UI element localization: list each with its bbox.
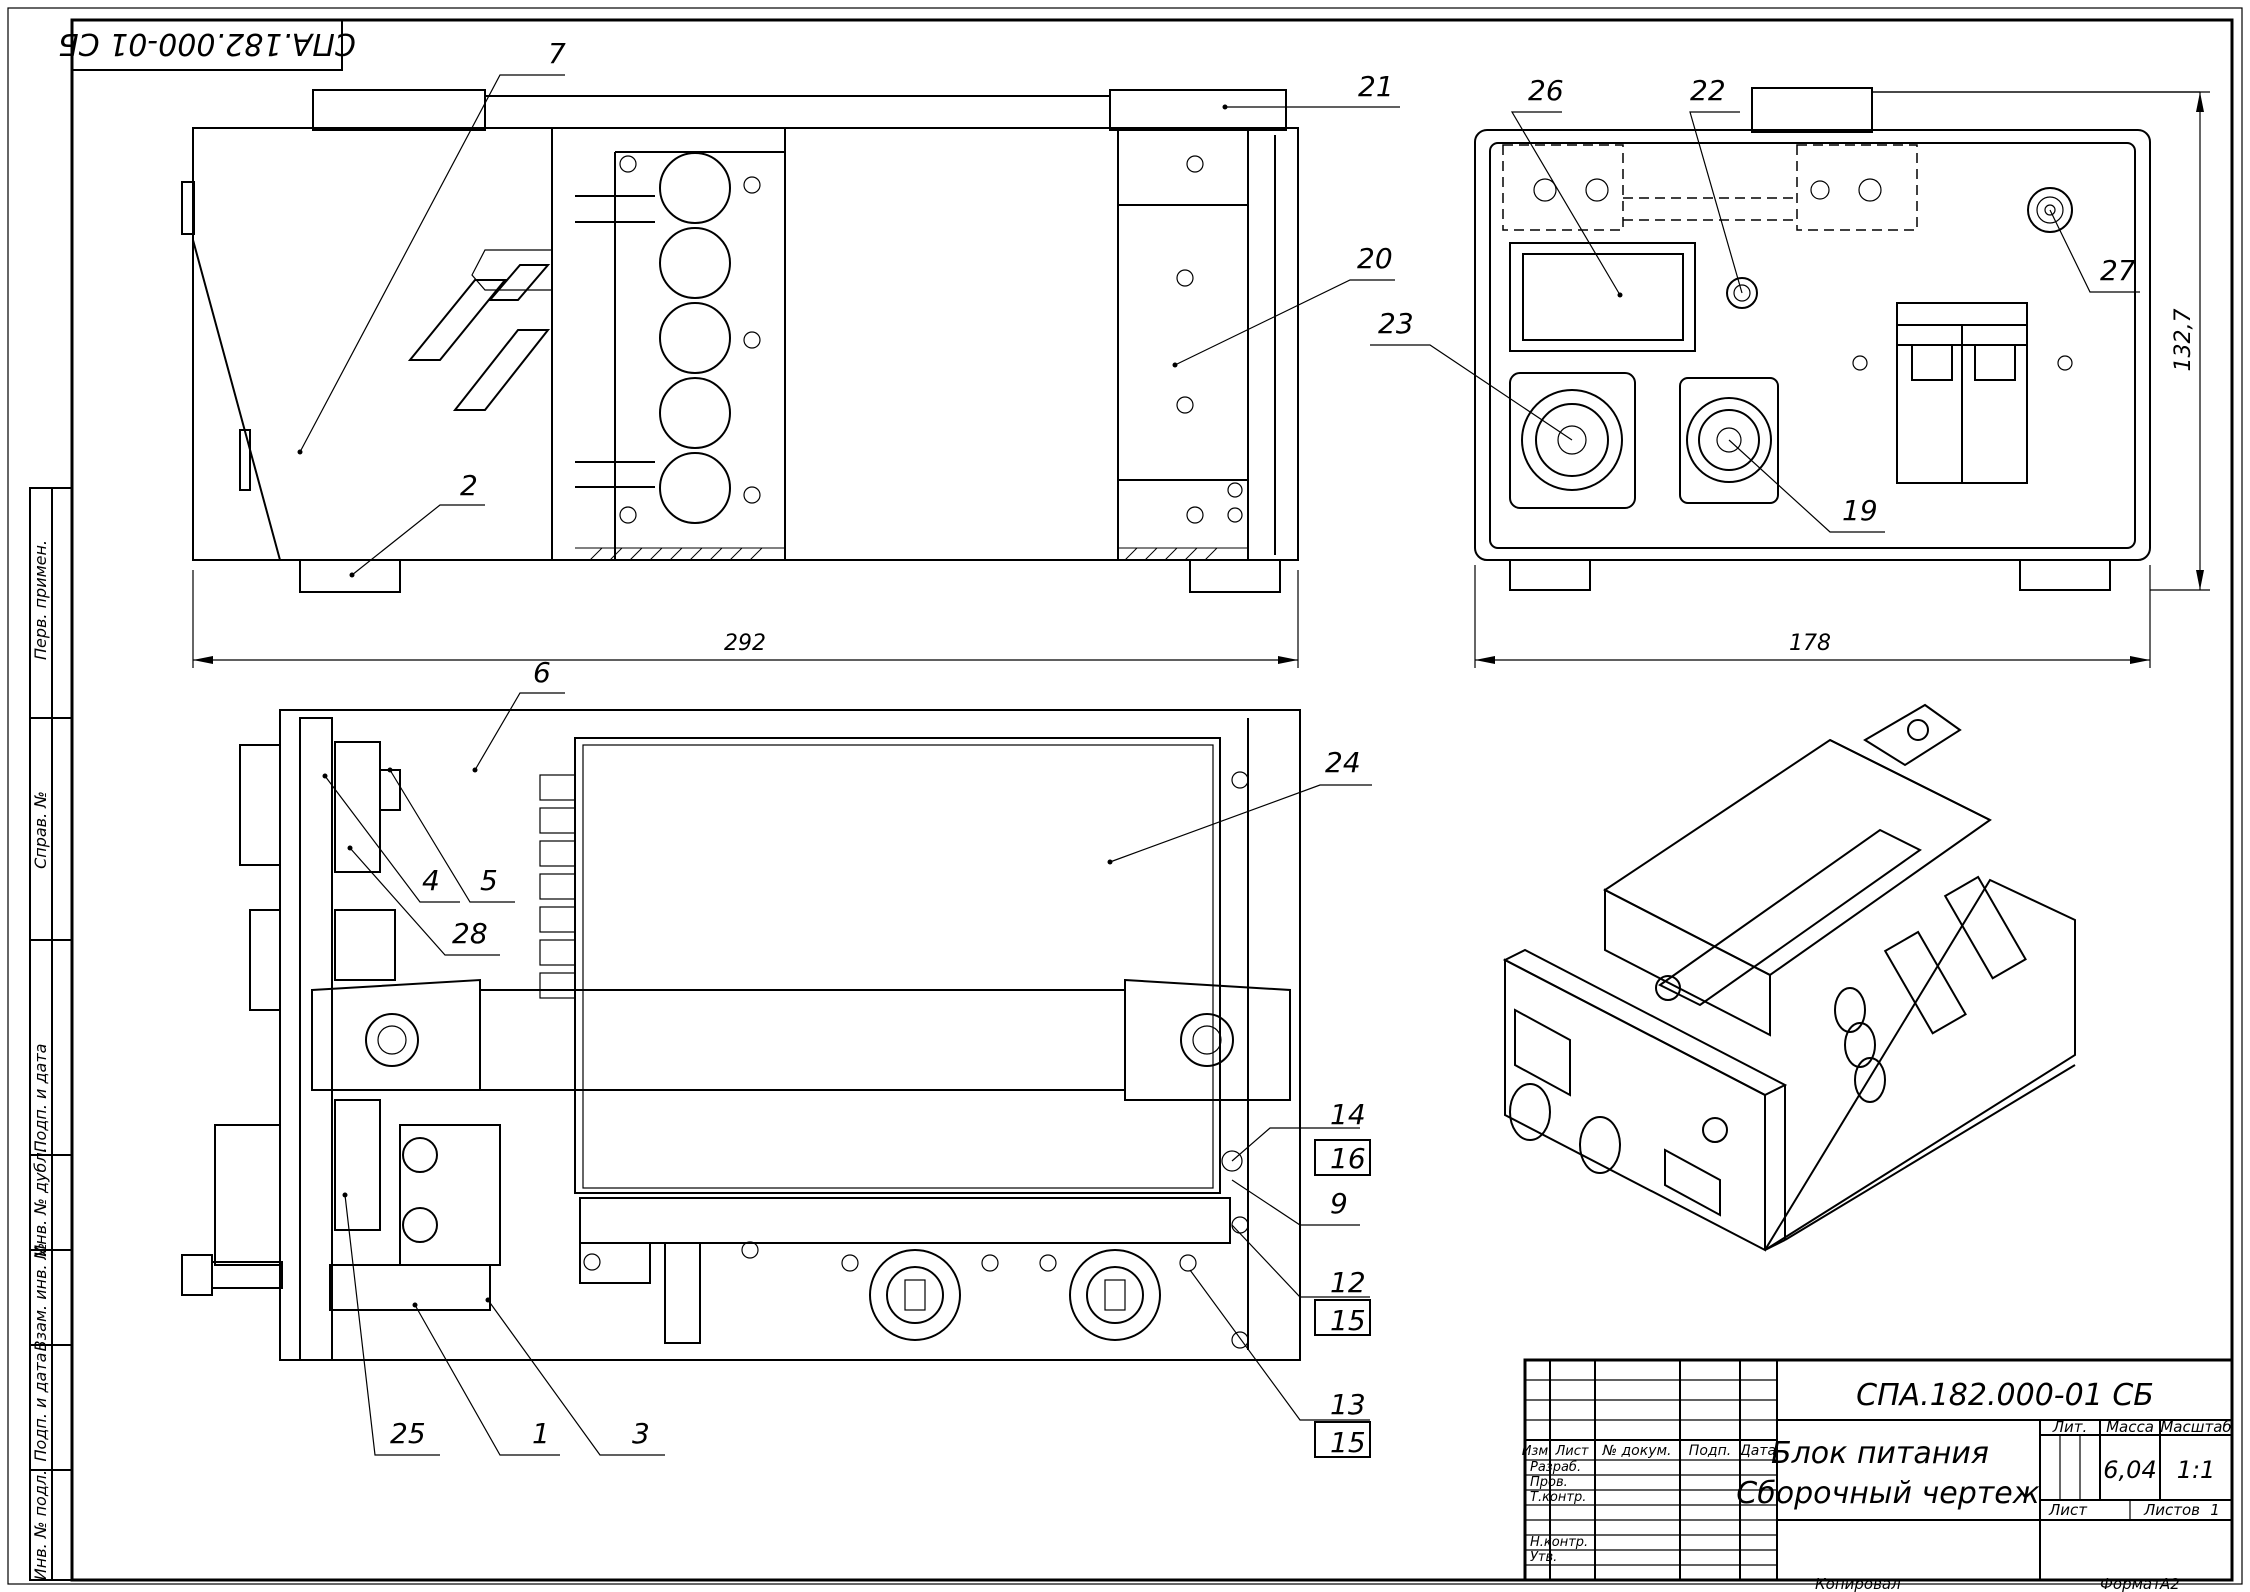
- margin-label-vzam-inv: Взам. инв. №: [31, 1243, 50, 1352]
- front-view: 178 132,7: [1474, 87, 2210, 668]
- mass-label: Масса: [2106, 1418, 2154, 1436]
- format-value: A2: [2159, 1575, 2180, 1592]
- title-block: СПА.182.000-01 СБ Блок питания Сборочный…: [1522, 1358, 2234, 1592]
- col-list: Лист: [1555, 1444, 1589, 1459]
- connector-23: [1509, 372, 1636, 509]
- row-utv: Утв.: [1530, 1550, 1557, 1565]
- callout-4: 4: [422, 864, 440, 897]
- row-tkontr: Т.контр.: [1530, 1490, 1586, 1505]
- callout-22: 22: [1690, 74, 1726, 107]
- callout-6: 6: [533, 656, 551, 689]
- format-label: Формат: [2100, 1575, 2162, 1592]
- sheets-label: Листов: [2143, 1501, 2200, 1519]
- potentiometer-2: [1069, 1249, 1161, 1341]
- stamp-code: СПА.182.000-01 СБ: [58, 26, 356, 61]
- side-view: 292: [181, 89, 1299, 668]
- capacitor-5: [659, 452, 731, 524]
- dim-132-7: 132,7: [2171, 309, 2196, 372]
- callout-15b: 15: [1330, 1426, 1366, 1459]
- callouts: 7 2 21 20 26 22 27 23 19 6 24: [297, 37, 2140, 1459]
- callout-28: 28: [452, 917, 488, 950]
- col-doc: № докум.: [1601, 1443, 1671, 1459]
- callout-16: 16: [1330, 1142, 1366, 1175]
- col-data: Дата: [1739, 1443, 1776, 1459]
- callout-23: 23: [1378, 307, 1414, 340]
- callout-15a: 15: [1330, 1304, 1366, 1337]
- fuse-holder: [2027, 187, 2073, 233]
- callout-24: 24: [1325, 746, 1361, 779]
- foot-right: [1189, 559, 1281, 593]
- mass-value: 6,04: [2103, 1456, 2156, 1484]
- callout-26: 26: [1528, 74, 1564, 107]
- title-name-line2: Сборочный чертеж: [1736, 1476, 2039, 1511]
- capacitor-1: [659, 152, 731, 224]
- capacitor-3: [659, 302, 731, 374]
- inner-frame: [70, 18, 2234, 1582]
- callout-7: 7: [548, 37, 566, 70]
- callout-9: 9: [1330, 1187, 1348, 1220]
- callout-2: 2: [460, 469, 478, 502]
- scale-label: Масштаб: [2160, 1418, 2231, 1436]
- callout-1: 1: [532, 1417, 550, 1450]
- left-margin-strip: Перв. примен. Справ. № Подп. и дата Инв.…: [29, 487, 73, 1581]
- title-name-line1: Блок питания: [1771, 1436, 1989, 1471]
- callout-21: 21: [1358, 70, 1394, 103]
- callout-12: 12: [1330, 1266, 1366, 1299]
- dim-178: 178: [1789, 631, 1831, 656]
- callout-19: 19: [1842, 494, 1878, 527]
- margin-label-perv-primen: Перв. примен.: [31, 540, 50, 660]
- scale-value: 1:1: [2177, 1456, 2216, 1484]
- capacitor-4: [659, 377, 731, 449]
- dim-292: 292: [724, 631, 766, 656]
- led-indicator: [1726, 277, 1758, 309]
- lit-label: Лит.: [2052, 1418, 2088, 1436]
- col-izm: Изм.: [1522, 1444, 1553, 1459]
- isometric-view: [1502, 703, 2076, 1252]
- callout-3: 3: [632, 1417, 650, 1450]
- outer-frame: [7, 7, 2243, 1585]
- title-code: СПА.182.000-01 СБ: [1856, 1378, 2154, 1413]
- margin-label-inv-podl: Инв. № подл.: [31, 1470, 50, 1580]
- potentiometer-1: [869, 1249, 961, 1341]
- sheets-value: 1: [2210, 1501, 2220, 1519]
- callout-13: 13: [1330, 1388, 1366, 1421]
- callout-20: 20: [1357, 242, 1393, 275]
- foot-left: [299, 559, 401, 593]
- callout-5: 5: [480, 864, 498, 897]
- row-nkontr: Н.контр.: [1530, 1535, 1588, 1550]
- callout-14: 14: [1330, 1098, 1366, 1131]
- callout-27: 27: [2100, 254, 2136, 287]
- capacitor-2: [659, 227, 731, 299]
- col-podp: Подп.: [1689, 1443, 1731, 1459]
- stamp-box: СПА.182.000-01 СБ: [58, 19, 356, 71]
- top-view: [181, 709, 1301, 1361]
- callout-25: 25: [390, 1417, 426, 1450]
- transformer: [574, 737, 1221, 1194]
- row-prov: Пров.: [1530, 1475, 1568, 1490]
- row-razrab: Разраб.: [1530, 1460, 1581, 1475]
- margin-label-podp-data-2: Подп. и дата: [31, 1353, 50, 1462]
- margin-label-podp-data-1: Подп. и дата: [31, 1044, 50, 1153]
- copied-label: Копировал: [1815, 1575, 1901, 1592]
- sheet-label: Лист: [2048, 1501, 2088, 1519]
- margin-label-sprav-no: Справ. №: [31, 791, 50, 869]
- connector-19: [1679, 377, 1779, 504]
- margin-label-inv-dubl: Инв. № дубл.: [31, 1147, 50, 1256]
